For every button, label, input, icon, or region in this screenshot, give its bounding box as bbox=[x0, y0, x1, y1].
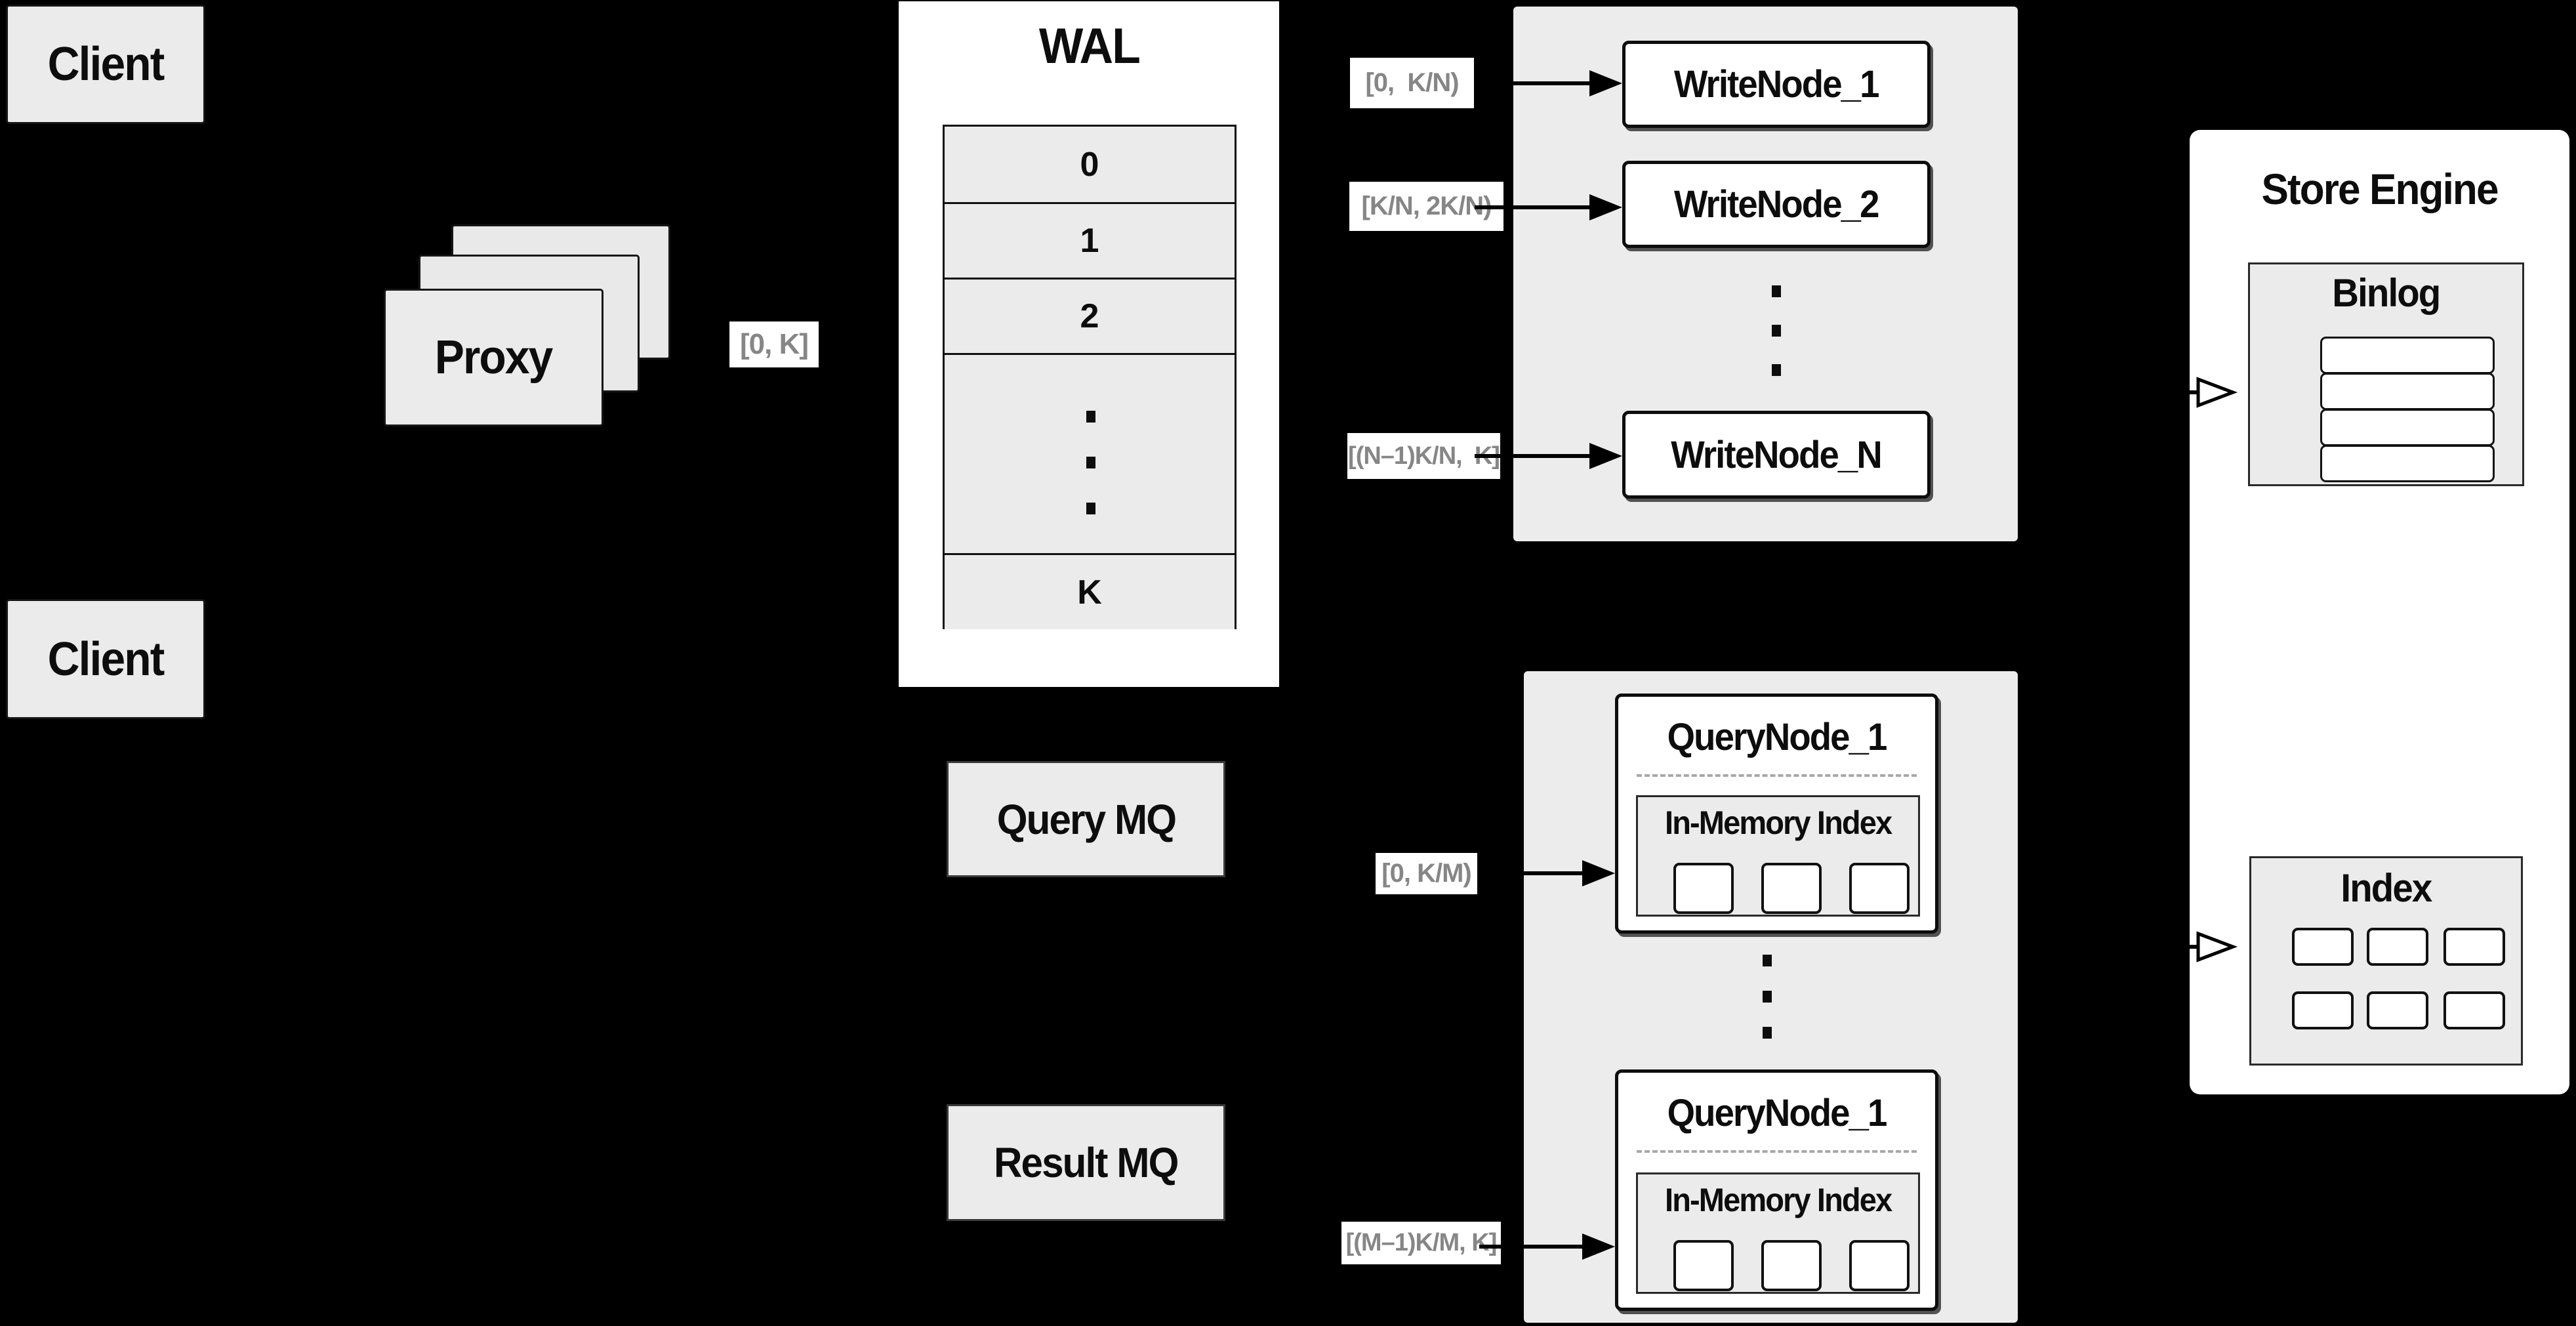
index-segment bbox=[2443, 928, 2505, 966]
store-engine-panel: Store Engine Binlog Index bbox=[2190, 130, 2569, 1094]
ellipsis-dot bbox=[1086, 411, 1095, 423]
arrow-to-index bbox=[2086, 931, 2238, 963]
ellipsis-dot bbox=[1772, 285, 1781, 297]
arrow-to-write-node-2 bbox=[1475, 194, 1622, 220]
binlog-segment bbox=[2320, 409, 2495, 446]
index-title: Index bbox=[2341, 865, 2433, 910]
wal-segment-table: 0 1 2 K bbox=[943, 125, 1237, 629]
ellipsis-dot bbox=[1763, 955, 1772, 966]
arrow-to-write-node-1 bbox=[1475, 70, 1622, 96]
index-segment bbox=[2367, 991, 2428, 1029]
query-node-1-box: QueryNode_1 In-Memory Index bbox=[1615, 694, 1938, 934]
in-memory-index-1-box: In-Memory Index bbox=[1636, 795, 1920, 917]
wal-row-0: 0 bbox=[945, 127, 1235, 202]
wal-row-2: 2 bbox=[945, 278, 1235, 353]
wal-title: WAL bbox=[1038, 18, 1140, 74]
range-label-0-km: [0, K/M) bbox=[1376, 853, 1477, 894]
divider bbox=[1637, 774, 1917, 777]
result-mq-box: Result MQ bbox=[947, 1104, 1225, 1221]
memory-segment bbox=[1673, 863, 1734, 914]
in-memory-index-1-title: In-Memory Index bbox=[1664, 804, 1892, 841]
binlog-segment bbox=[2320, 337, 2495, 374]
query-node-1-title: QueryNode_1 bbox=[1667, 715, 1888, 758]
memory-segment bbox=[1673, 1240, 1734, 1291]
range-label-0-k: [0, K] bbox=[729, 321, 819, 367]
ellipsis-dot bbox=[1086, 503, 1095, 514]
write-node-1-box: WriteNode_1 bbox=[1622, 41, 1931, 128]
arrow-to-query-node-2 bbox=[1479, 1233, 1615, 1260]
index-segment bbox=[2292, 928, 2354, 966]
write-node-n-box: WriteNode_N bbox=[1622, 411, 1931, 499]
ellipsis-dot bbox=[1763, 1027, 1772, 1039]
range-label-m1km-k: [(M–1)K/M, K] bbox=[1341, 1222, 1501, 1264]
client-box-bottom: Client bbox=[6, 599, 205, 719]
ellipsis-dot bbox=[1086, 457, 1095, 468]
in-memory-index-2-title: In-Memory Index bbox=[1664, 1182, 1892, 1218]
wal-row-ellipsis bbox=[945, 353, 1235, 553]
wal-panel: WAL 0 1 2 K bbox=[899, 1, 1279, 687]
binlog-box: Binlog bbox=[2248, 262, 2524, 486]
wal-row-k: K bbox=[945, 553, 1235, 629]
ellipsis-dot bbox=[1772, 364, 1781, 376]
memory-segment bbox=[1849, 1240, 1910, 1291]
index-box: Index bbox=[2249, 856, 2523, 1066]
proxy-label: Proxy bbox=[435, 331, 554, 384]
proxy-box: Proxy bbox=[384, 289, 603, 426]
divider bbox=[1637, 1150, 1917, 1153]
binlog-segment bbox=[2320, 445, 2495, 482]
arrow-to-binlog bbox=[2086, 377, 2238, 408]
query-mq-box: Query MQ bbox=[947, 761, 1225, 877]
in-memory-index-2-box: In-Memory Index bbox=[1636, 1172, 1920, 1294]
ellipsis-dot bbox=[1772, 325, 1781, 337]
client-box-top: Client bbox=[6, 5, 205, 124]
memory-segment bbox=[1849, 863, 1910, 914]
query-node-2-title: QueryNode_1 bbox=[1667, 1091, 1888, 1134]
wal-row-1: 1 bbox=[945, 202, 1235, 278]
arrow-to-query-node-1 bbox=[1479, 860, 1615, 886]
binlog-title: Binlog bbox=[2332, 270, 2441, 315]
write-node-2-box: WriteNode_2 bbox=[1622, 161, 1931, 248]
memory-segment bbox=[1761, 863, 1822, 914]
query-node-2-box: QueryNode_1 In-Memory Index bbox=[1615, 1069, 1938, 1311]
client-bottom-label: Client bbox=[47, 632, 165, 686]
range-label-0-kn: [0, K/N) bbox=[1350, 58, 1474, 108]
index-segment bbox=[2292, 991, 2354, 1029]
arrow-to-write-node-n bbox=[1475, 443, 1622, 469]
memory-segment bbox=[1761, 1240, 1822, 1291]
range-label-kn-2kn: [K/N, 2K/N) bbox=[1349, 182, 1503, 231]
store-engine-title: Store Engine bbox=[2261, 165, 2499, 213]
binlog-segment bbox=[2320, 373, 2495, 410]
index-segment bbox=[2443, 991, 2505, 1029]
client-top-label: Client bbox=[47, 38, 165, 91]
index-segment bbox=[2367, 928, 2428, 966]
ellipsis-dot bbox=[1763, 991, 1772, 1003]
